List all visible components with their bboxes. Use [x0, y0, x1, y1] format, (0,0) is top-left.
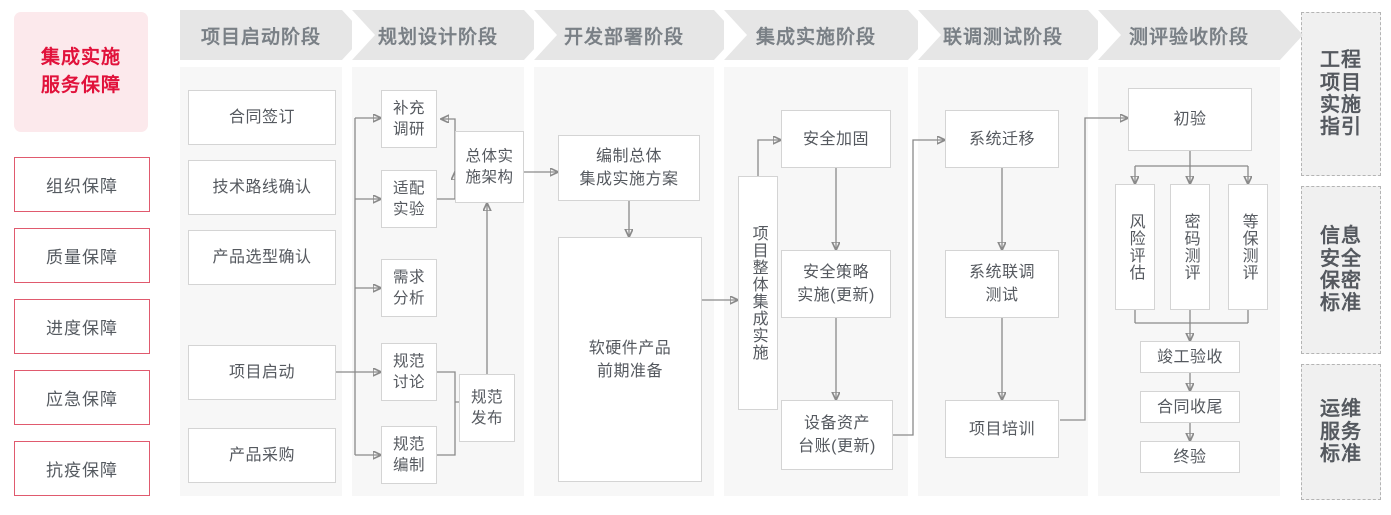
node-zhongyan[interactable]: 终验	[1140, 441, 1240, 473]
phase-header-label: 联调测试阶段	[942, 26, 1063, 48]
chevron-notch-icon	[724, 10, 747, 60]
node-hetong-qianding[interactable]: 合同签订	[188, 90, 336, 145]
node-jungong-yanshou[interactable]: 竣工验收	[1140, 341, 1240, 373]
node-dengbao-ceping[interactable]: 等保测评	[1228, 184, 1268, 310]
node-fengxian-pinggu[interactable]: 风险评估	[1115, 184, 1155, 310]
guarantee-item-emergency[interactable]: 应急保障	[14, 370, 150, 425]
node-zongti-shishi-jiagou[interactable]: 总体实施架构	[455, 131, 524, 203]
node-xiangmu-zhengti-jicheng[interactable]: 项目整体集成实施	[738, 176, 778, 410]
phase-header-label: 集成实施阶段	[755, 26, 876, 48]
guarantee-title-card: 集成实施 服务保障	[14, 12, 148, 132]
phase-header-label: 开发部署阶段	[563, 26, 684, 48]
chevron-notch-icon	[352, 10, 375, 60]
node-xuqiu-fenxi[interactable]: 需求分析	[381, 259, 437, 317]
node-jishu-luxian-queren[interactable]: 技术路线确认	[188, 160, 336, 215]
phase-header-kaifa[interactable]: 开发部署阶段	[534, 10, 737, 60]
phase-header-label: 项目启动阶段	[200, 26, 321, 48]
node-guifan-bianzhi[interactable]: 规范编制	[381, 426, 437, 484]
guarantee-title-line2: 服务保障	[40, 75, 121, 96]
node-xitong-qianyi[interactable]: 系统迁移	[945, 110, 1059, 168]
phase-header-ceping[interactable]: 测评验收阶段	[1098, 10, 1303, 60]
chevron-notch-icon	[534, 10, 557, 60]
node-anquan-celue[interactable]: 安全策略实施(更新)	[781, 250, 891, 318]
node-xitong-liantiao-ceshi[interactable]: 系统联调测试	[945, 250, 1059, 318]
node-ruanyingjian-zhunbei[interactable]: 软硬件产品前期准备	[558, 237, 702, 482]
phase-header-qidong[interactable]: 项目启动阶段	[180, 10, 365, 60]
node-chanpin-xuanxing-queren[interactable]: 产品选型确认	[188, 230, 336, 285]
chevron-right-icon	[1280, 10, 1303, 60]
node-guifan-fabu[interactable]: 规范发布	[459, 374, 515, 442]
standard-card-engineering[interactable]: 工程项目实施指引	[1301, 12, 1381, 176]
node-shipei-shiyan[interactable]: 适配实验	[381, 170, 437, 228]
node-xiangmu-peixun[interactable]: 项目培训	[945, 400, 1059, 458]
node-anquan-jiagu[interactable]: 安全加固	[781, 110, 891, 168]
node-buchong-diaoyan[interactable]: 补充调研	[381, 90, 437, 148]
node-xiangmu-qidong[interactable]: 项目启动	[188, 345, 336, 400]
phase-header-liantiao[interactable]: 联调测试阶段	[918, 10, 1111, 60]
guarantee-title-line1: 集成实施	[40, 47, 121, 68]
guarantee-item-schedule[interactable]: 进度保障	[14, 299, 150, 354]
node-hetong-shouwei[interactable]: 合同收尾	[1140, 391, 1240, 423]
node-chanpin-caigou[interactable]: 产品采购	[188, 428, 336, 483]
standard-label: 信息安全保密标准	[1320, 225, 1362, 315]
standard-label: 工程项目实施指引	[1320, 49, 1362, 139]
guarantee-item-quality[interactable]: 质量保障	[14, 228, 150, 283]
phase-header-jicheng[interactable]: 集成实施阶段	[724, 10, 931, 60]
phase-header-guihua[interactable]: 规划设计阶段	[352, 10, 547, 60]
standard-card-infosec[interactable]: 信息安全保密标准	[1301, 186, 1381, 354]
phase-header-label: 测评验收阶段	[1128, 26, 1249, 48]
node-guifan-taolun[interactable]: 规范讨论	[381, 343, 437, 401]
chevron-notch-icon	[1098, 10, 1121, 60]
guarantee-item-organization[interactable]: 组织保障	[14, 157, 150, 212]
node-bianzhi-zongti-fangan[interactable]: 编制总体集成实施方案	[558, 135, 700, 201]
standard-card-ops[interactable]: 运维服务标准	[1301, 364, 1381, 500]
standard-label: 运维服务标准	[1320, 398, 1362, 466]
phase-header-label: 规划设计阶段	[377, 26, 498, 48]
guarantee-item-epidemic[interactable]: 抗疫保障	[14, 441, 150, 496]
chevron-notch-icon	[918, 10, 941, 60]
node-mima-ceping[interactable]: 密码测评	[1170, 184, 1210, 310]
node-shebei-zichan[interactable]: 设备资产台账(更新)	[781, 400, 893, 470]
node-chuyan[interactable]: 初验	[1128, 88, 1252, 151]
